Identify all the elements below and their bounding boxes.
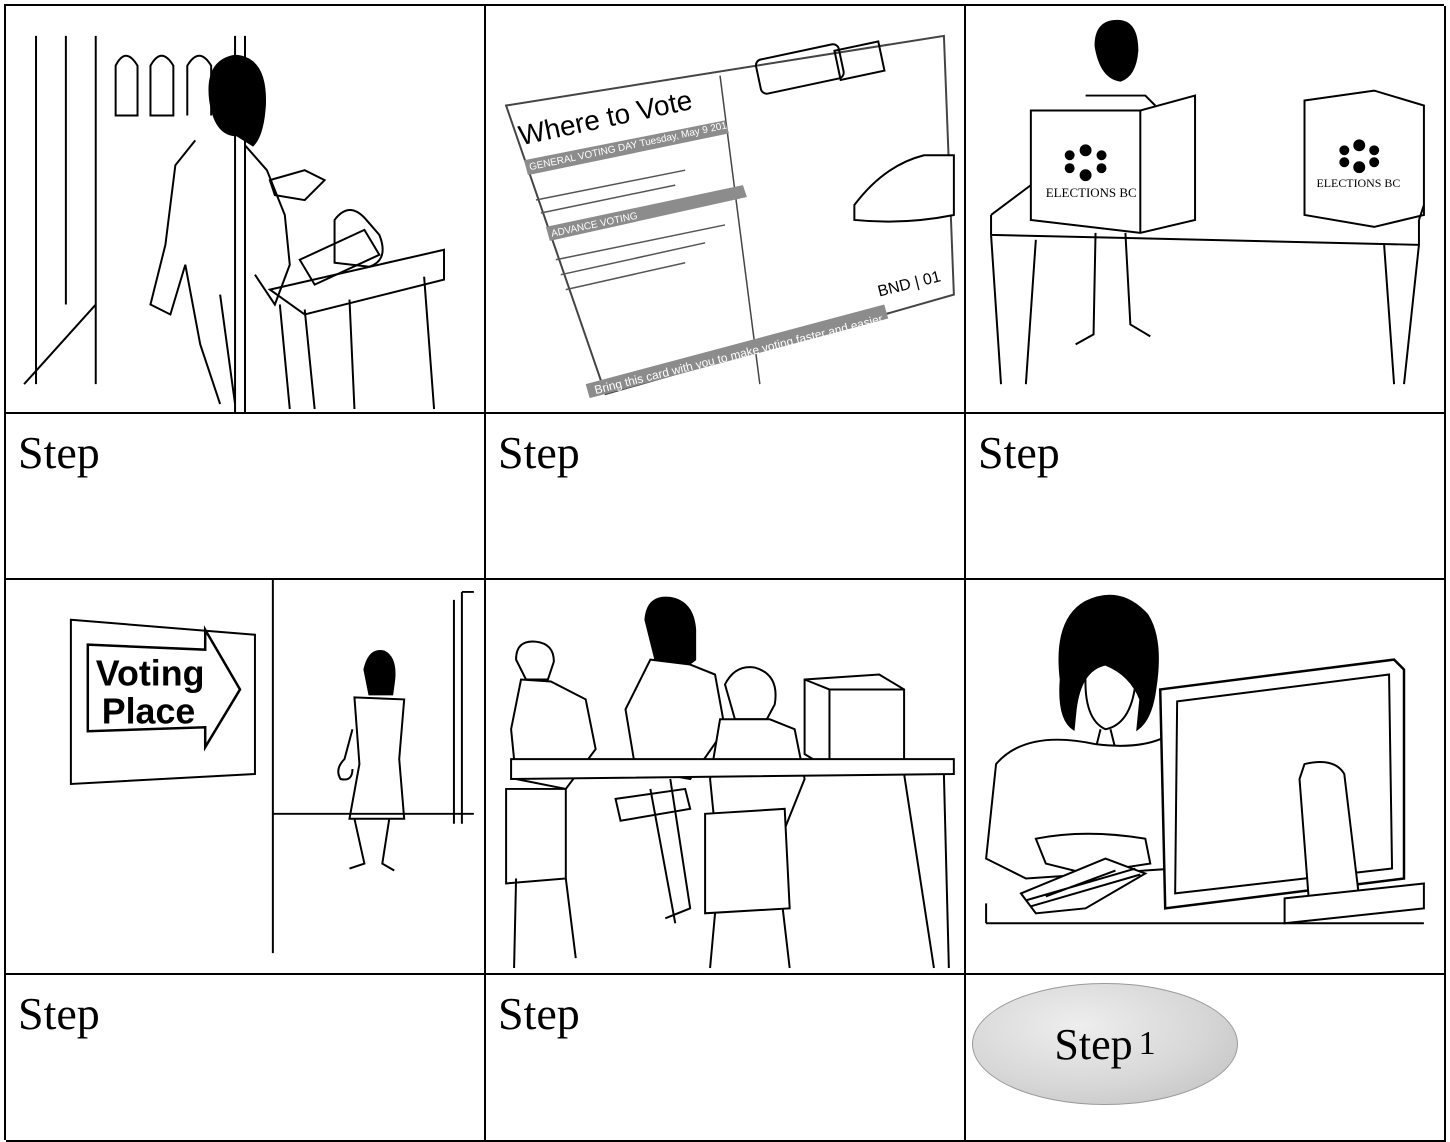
step-label: Step (498, 991, 580, 1037)
step-label: Step (18, 430, 100, 476)
image-cell-1 (6, 6, 486, 414)
label-cell-6: Step 1 (966, 975, 1446, 1142)
label-cell-5: Step (486, 975, 966, 1142)
label-cell-2: Step (486, 414, 966, 580)
woman-filling-ballot-illustration (6, 6, 484, 412)
image-cell-6 (966, 580, 1446, 975)
label-cell-4: Step (6, 975, 486, 1142)
where-to-vote-card-illustration: Where to Vote GENERAL VOTING DAY Tuesday… (486, 6, 964, 412)
image-cell-4: Voting Place (6, 580, 486, 975)
step-1-label: Step (1054, 1019, 1132, 1070)
step-label: Step (18, 991, 100, 1037)
label-cell-3: Step (966, 414, 1446, 580)
screen-text-right: ELECTIONS BC (1316, 176, 1400, 190)
sign-text-voting: Voting (96, 653, 205, 693)
voting-officials-illustration (486, 580, 964, 973)
step-label: Step (978, 430, 1060, 476)
steps-grid: Where to Vote GENERAL VOTING DAY Tuesday… (4, 4, 1444, 1140)
image-cell-3: ELECTIONS BC ELECTIONS BC (966, 6, 1446, 414)
image-cell-5 (486, 580, 966, 975)
label-cell-1: Step (6, 414, 486, 580)
voting-screens-illustration: ELECTIONS BC ELECTIONS BC (966, 6, 1444, 412)
woman-at-computer-illustration (966, 580, 1444, 973)
step-1-button[interactable]: Step 1 (972, 983, 1238, 1105)
step-1-number: 1 (1139, 1025, 1156, 1063)
step-label: Step (498, 430, 580, 476)
voting-place-sign-illustration: Voting Place (6, 580, 484, 973)
image-cell-2: Where to Vote GENERAL VOTING DAY Tuesday… (486, 6, 966, 414)
sign-text-place: Place (102, 691, 196, 731)
screen-text-left: ELECTIONS BC (1046, 185, 1137, 200)
